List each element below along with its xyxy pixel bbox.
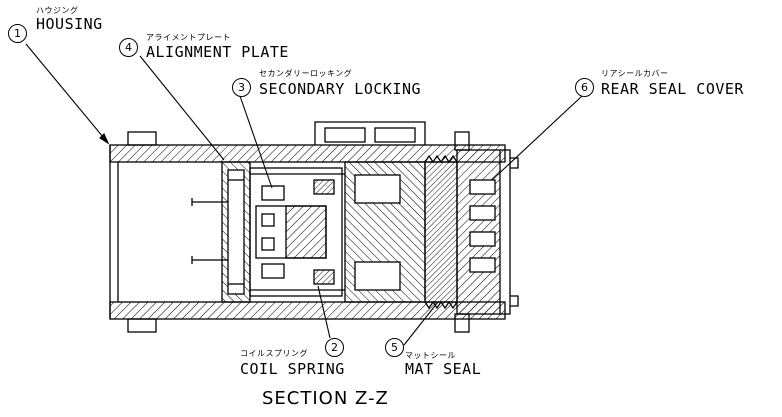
callout-number-5: 5: [385, 338, 404, 357]
rear-seal-cover-kana-label: リアシールカバー: [601, 69, 669, 78]
leader-lines: [25, 43, 583, 346]
coil-spring-kana-label: コイルスプリング: [240, 349, 308, 358]
contact-pins: [191, 198, 228, 264]
callout-number-2: 2: [325, 338, 344, 357]
secondary-locking-kana-label: セカンダリーロッキング: [259, 69, 353, 78]
rear-seal-cover-label: REAR SEAL COVER: [601, 80, 744, 98]
alignment-plate-label: ALIGNMENT PLATE: [146, 43, 289, 61]
rear-seal-cover: [454, 131, 519, 333]
section-title: SECTION Z-Z: [262, 388, 389, 409]
callout-number-6: 6: [575, 78, 594, 97]
central-body: [344, 161, 426, 303]
alignment-plate: [221, 161, 251, 303]
mat-seal-kana-label: マットシール: [405, 351, 456, 360]
alignment-plate-kana-label: アライメントプレート: [146, 33, 231, 42]
secondary-locking-label: SECONDARY LOCKING: [259, 80, 422, 98]
secondary-locking: [249, 167, 343, 297]
housing-label: HOUSING: [36, 15, 103, 33]
callout-number-1: 1: [8, 24, 27, 43]
mat-seal: [424, 154, 458, 310]
mat-seal-label: MAT SEAL: [405, 360, 482, 378]
coil-spring-label: COIL SPRING: [240, 360, 345, 378]
callout-number-3: 3: [232, 78, 251, 97]
coil-spring: [250, 173, 345, 291]
callout-number-4: 4: [119, 38, 138, 57]
housing-body: [109, 121, 506, 333]
housing-kana-label: ハウジング: [36, 6, 79, 15]
